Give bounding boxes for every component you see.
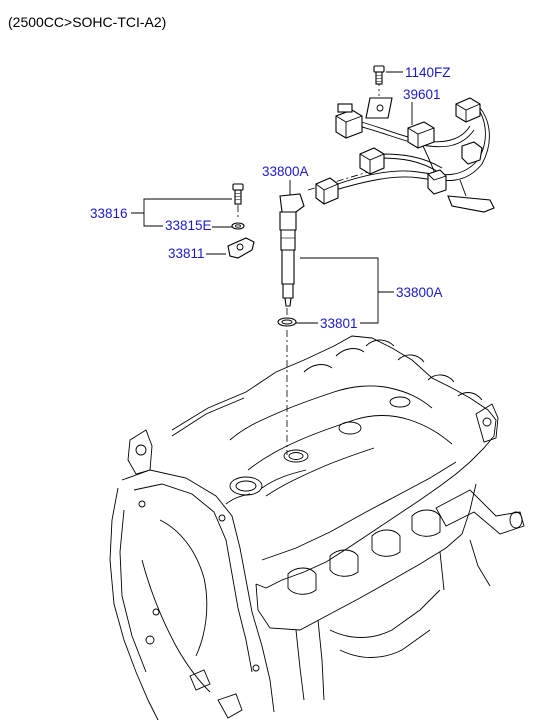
label-1140FZ[interactable]: 1140FZ xyxy=(405,65,451,80)
harness-connector xyxy=(315,177,339,205)
bolt-1140FZ xyxy=(373,65,385,85)
harness-connector xyxy=(461,141,483,165)
harness-connector xyxy=(455,97,481,123)
label-39601[interactable]: 39601 xyxy=(403,87,441,102)
harness-connector xyxy=(335,103,363,139)
label-33815E[interactable]: 33815E xyxy=(165,218,212,233)
label-33800A-side[interactable]: 33800A xyxy=(396,285,443,300)
injector-clamp-33811 xyxy=(227,237,255,259)
harness-connector xyxy=(359,147,385,175)
label-33801[interactable]: 33801 xyxy=(320,316,358,331)
engine-cylinder-head xyxy=(109,335,525,721)
label-33816[interactable]: 33816 xyxy=(90,206,128,221)
clamp-bolt xyxy=(232,183,244,205)
gasket-33801 xyxy=(277,317,297,327)
alignment-lines xyxy=(237,79,380,455)
wiring-harness-39601 xyxy=(315,97,495,213)
leader-lines xyxy=(131,71,413,324)
harness-connector xyxy=(427,169,447,195)
washer-33815E xyxy=(231,222,245,230)
fuel-injector-33800A xyxy=(279,193,305,307)
diagram-title: (2500CC>SOHC-TCI-A2) xyxy=(8,14,167,30)
label-33811[interactable]: 33811 xyxy=(168,246,205,261)
label-33800A-top[interactable]: 33800A xyxy=(262,164,309,179)
harness-connector xyxy=(407,121,435,149)
